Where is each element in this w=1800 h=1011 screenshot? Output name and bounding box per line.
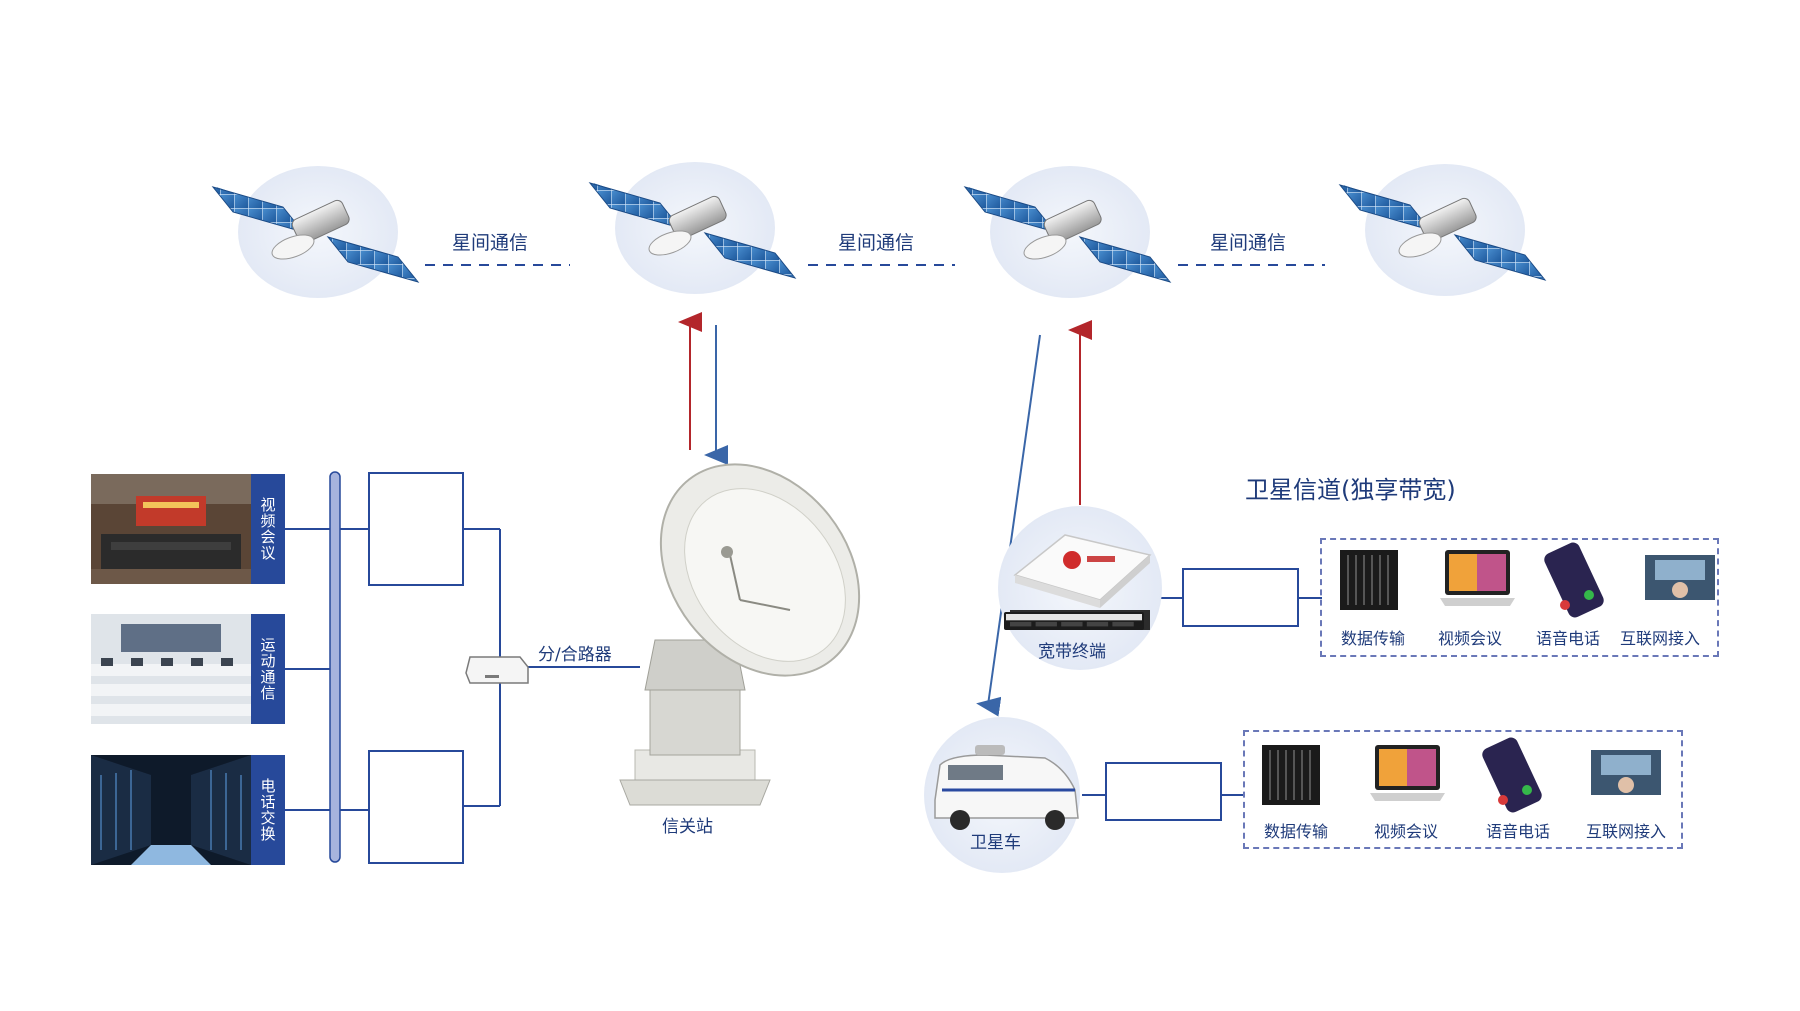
inter-satellite-label-2: 星间通信 — [838, 232, 915, 254]
broadband-terminal-label: 宽带终端 — [1038, 642, 1106, 662]
bottom-laptop-icon — [1370, 745, 1445, 801]
service-top-data: 数据传输 — [1340, 629, 1405, 648]
satellite-vehicle-label: 卫星车 — [970, 833, 1021, 853]
services-group-top — [1320, 538, 1719, 657]
motion-communication-label: 运动通信 — [251, 614, 285, 724]
top-internet-icon — [1645, 555, 1715, 600]
satellite-vehicle — [934, 745, 1079, 830]
service-bottom-internet: 互联网接入 — [1585, 822, 1666, 841]
services-group-bottom — [1243, 730, 1683, 849]
server-box-bottom — [368, 750, 464, 864]
satellite-3 — [963, 166, 1172, 298]
splitter-label: 分/合路器 — [538, 645, 612, 665]
server-box-top — [368, 472, 464, 586]
vehicle-downlink-arrow — [976, 334, 1041, 717]
channel-title: 卫星信道(独享带宽) — [1245, 476, 1456, 504]
control-room-photo — [91, 614, 251, 724]
vehicle-server-box — [1105, 762, 1222, 821]
service-top-internet: 互联网接入 — [1619, 629, 1700, 648]
satellite-4 — [1338, 164, 1547, 296]
terminal-rack-unit — [1004, 612, 1144, 630]
bottom-server-icon — [1262, 745, 1320, 805]
video-conference-photo — [91, 474, 251, 584]
splitter-device — [465, 656, 529, 684]
top-laptop-icon — [1440, 550, 1515, 606]
bottom-internet-icon — [1591, 750, 1661, 795]
terminal-server-box — [1182, 568, 1299, 627]
network-bus-bar — [329, 471, 341, 863]
top-server-icon — [1340, 550, 1398, 610]
satellite-1 — [211, 166, 420, 298]
telephone-exchange-label: 电话交换 — [251, 755, 285, 865]
gateway-dish-antenna — [619, 463, 861, 806]
service-bottom-voice: 语音电话 — [1485, 822, 1550, 841]
service-top-video: 视频会议 — [1437, 629, 1502, 648]
service-top-voice: 语音电话 — [1535, 629, 1600, 648]
top-phone-icon — [1544, 542, 1604, 618]
bottom-phone-icon — [1482, 737, 1542, 813]
server-room-photo — [91, 755, 251, 865]
inter-satellite-label-3: 星间通信 — [1210, 232, 1287, 254]
service-bottom-video: 视频会议 — [1373, 822, 1438, 841]
inter-satellite-label-1: 星间通信 — [452, 232, 529, 254]
video-conference-label: 视频会议 — [251, 474, 285, 584]
service-bottom-data: 数据传输 — [1263, 822, 1328, 841]
satellite-2 — [588, 162, 797, 294]
gateway-label: 信关站 — [662, 817, 713, 837]
